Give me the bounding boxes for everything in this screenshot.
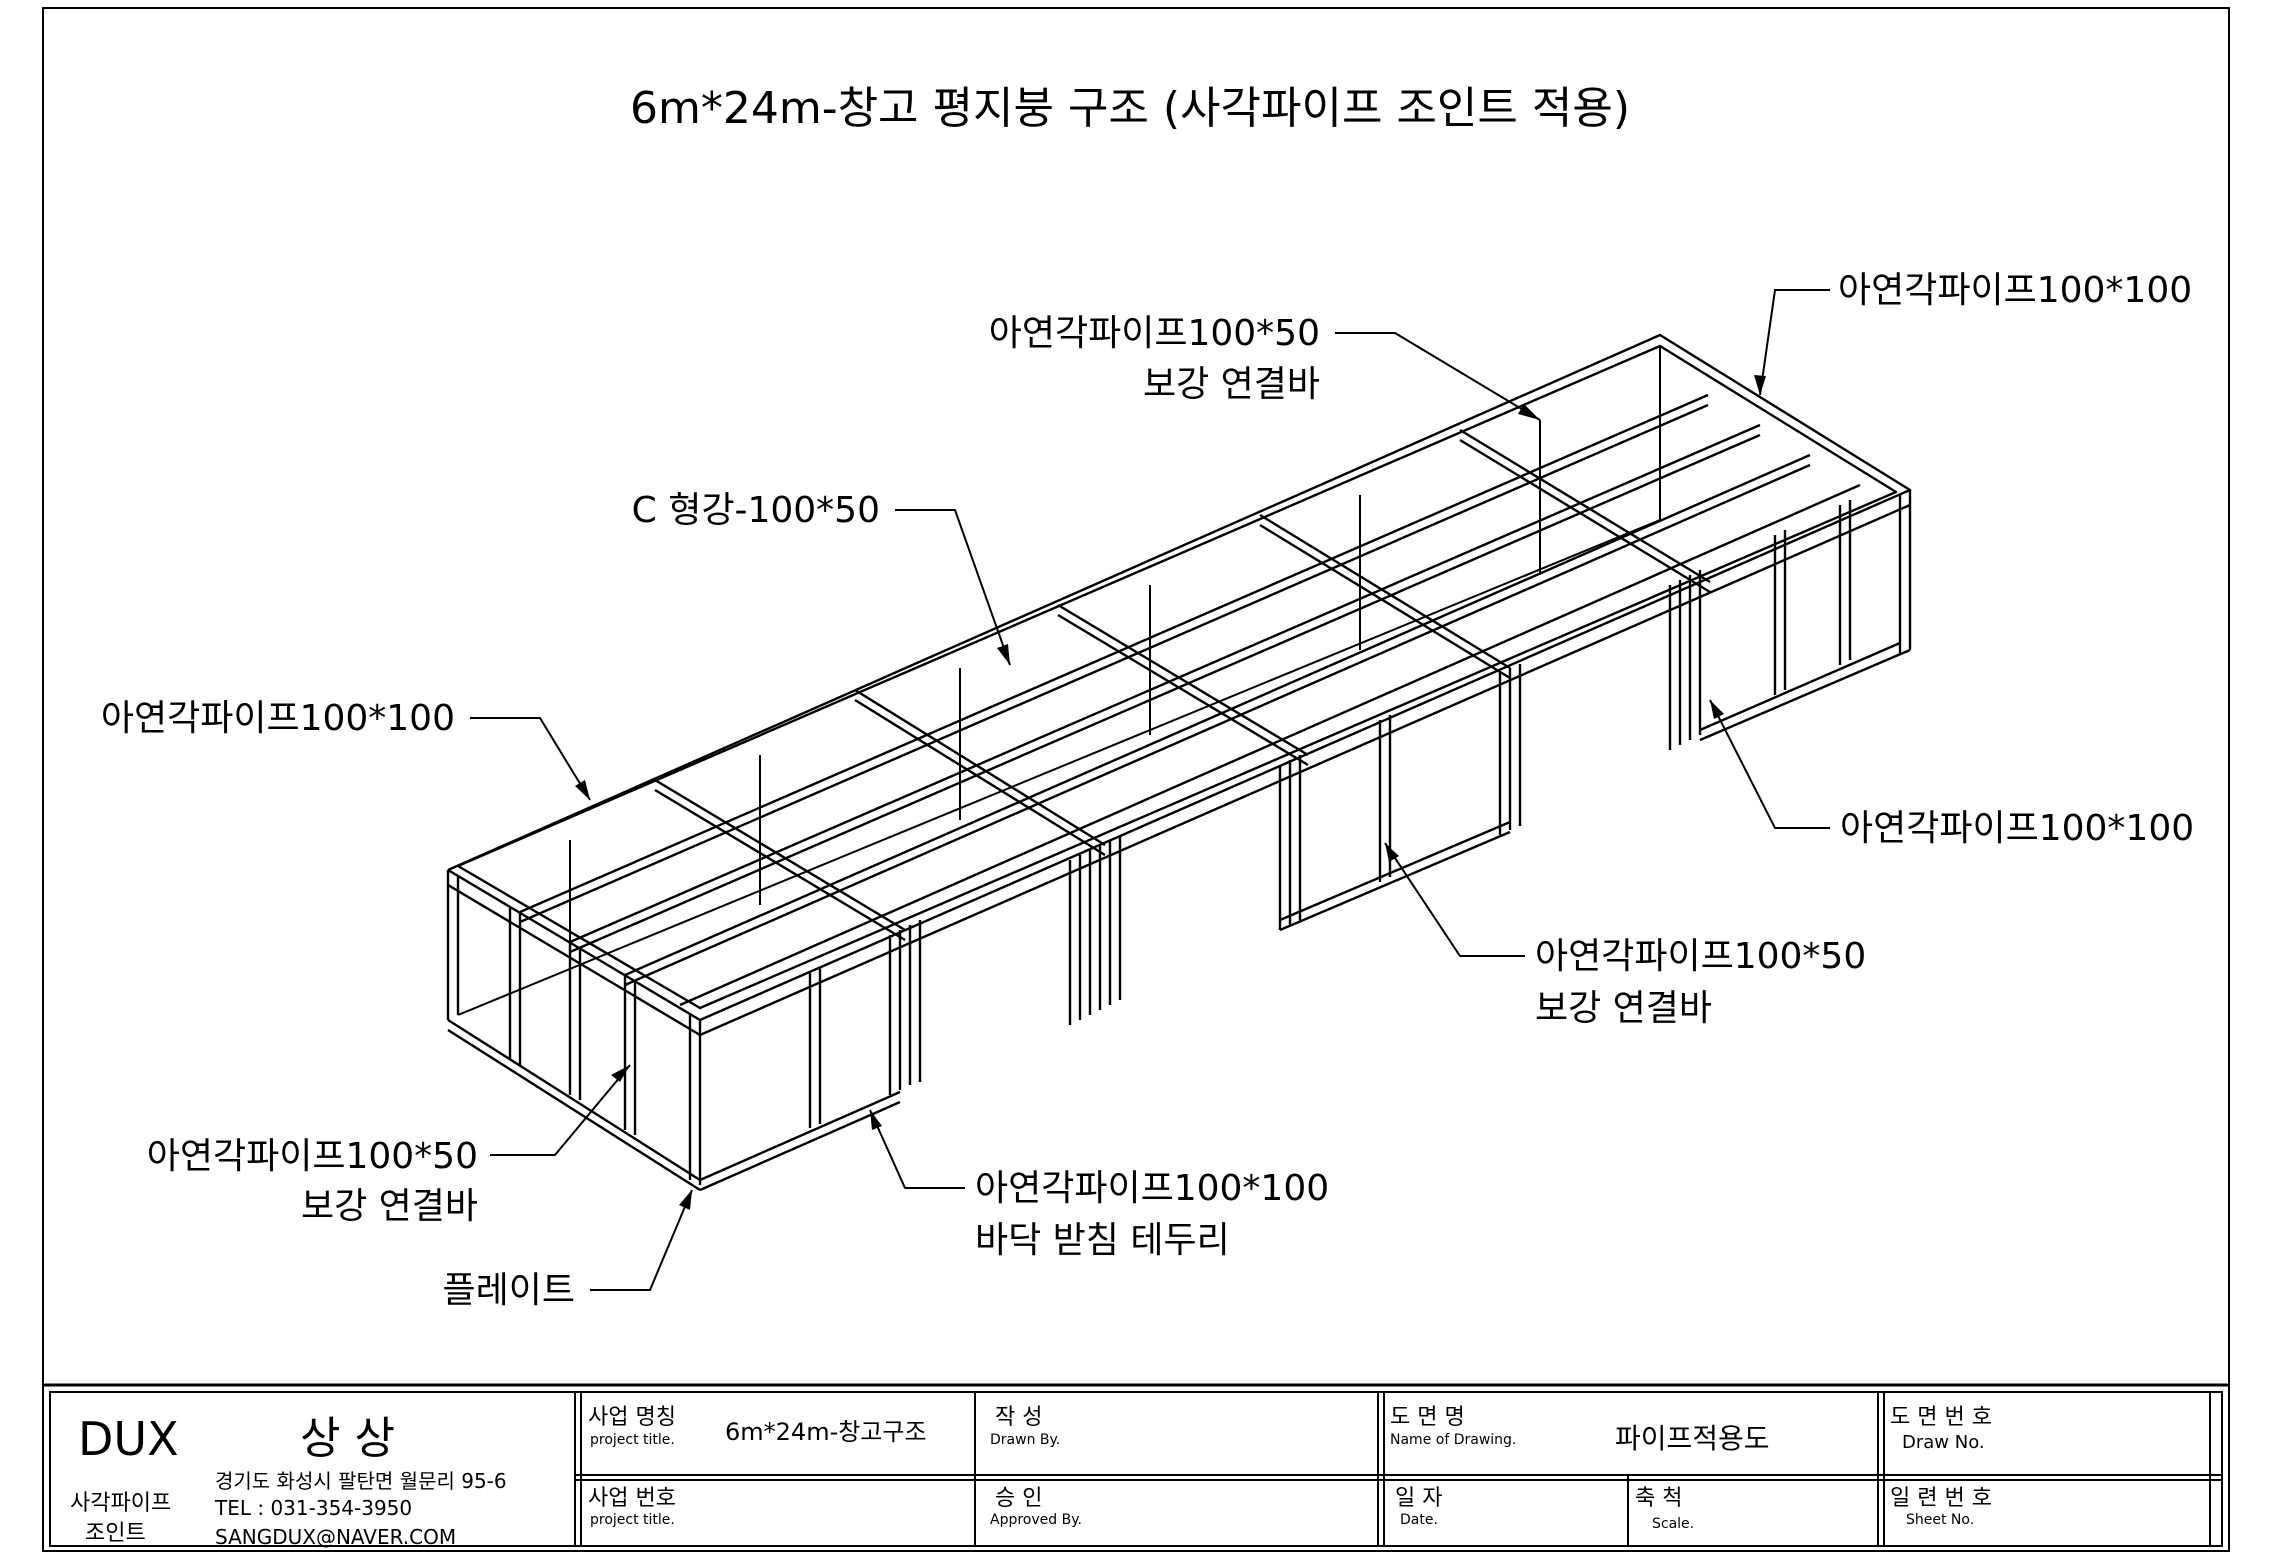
callout-bottom-reinforce-line1: 아연각파이프100*50 — [147, 1136, 478, 1177]
callout-bottom-reinforce: 아연각파이프100*50 보강 연결바 — [147, 1064, 631, 1227]
company-tel: TEL : 031-354-3950 — [214, 1496, 412, 1520]
approved-label: 승 인 — [995, 1486, 1042, 1511]
callout-c-channel-line1: C 형강-100*50 — [632, 490, 880, 531]
title-block-text: DUX 상 상 사각파이프 조인트 경기도 화성시 팔탄면 월문리 95-6 T… — [70, 1405, 1992, 1549]
callout-right-mid-pipe: 아연각파이프100*100 — [1709, 699, 2194, 849]
drawing-name-value: 파이프적용도 — [1615, 1422, 1770, 1455]
company-logo: DUX — [78, 1412, 179, 1466]
callout-c-channel: C 형강-100*50 — [632, 490, 1011, 666]
right-end-wall — [1699, 490, 1912, 742]
scale-label: 축 척 — [1635, 1486, 1682, 1511]
callouts: 아연각파이프100*50 보강 연결바 아연각파이프100*100 C 형강-1… — [101, 270, 2194, 1311]
drawn-label: 작 성 — [995, 1405, 1042, 1430]
callout-top-right-pipe-line1: 아연각파이프100*100 — [1838, 270, 2192, 311]
callout-center-reinforce-line2: 보강 연결바 — [1535, 988, 1712, 1029]
company-sub2: 조인트 — [85, 1521, 146, 1546]
project-no-sub: project title. — [590, 1512, 675, 1528]
callout-top-reinforce: 아연각파이프100*50 보강 연결바 — [989, 313, 1541, 421]
draw-no-sub: Draw No. — [1902, 1432, 1985, 1453]
callout-bottom-reinforce-line2: 보강 연결바 — [301, 1186, 478, 1227]
date-label: 일 자 — [1395, 1486, 1442, 1511]
drawn-sub: Drawn By. — [990, 1432, 1060, 1448]
sheet-border — [42, 7, 2230, 1552]
callout-right-mid-pipe-line1: 아연각파이프100*100 — [1840, 808, 2194, 849]
callout-plate: 플레이트 — [443, 1189, 693, 1311]
approved-sub: Approved By. — [990, 1512, 1082, 1528]
callout-plate-line1: 플레이트 — [443, 1270, 575, 1311]
callout-floor-edge-line1: 아연각파이프100*100 — [975, 1168, 1329, 1209]
title-block — [43, 1383, 2229, 1547]
drawing-name-label: 도 면 명 — [1390, 1405, 1465, 1430]
project-name-sub: project title. — [590, 1432, 675, 1448]
draw-no-label: 도 면 번 호 — [1890, 1405, 1992, 1430]
callout-center-reinforce: 아연각파이프100*50 보강 연결바 — [1384, 842, 1866, 1029]
transverse-bars — [654, 428, 1711, 942]
drawing-name-sub: Name of Drawing. — [1390, 1432, 1516, 1448]
project-name-label: 사업 명칭 — [588, 1405, 676, 1430]
company-name: 상 상 — [300, 1413, 395, 1464]
project-name-value: 6m*24m-창고구조 — [725, 1418, 927, 1446]
company-sub1: 사각파이프 — [70, 1491, 171, 1516]
company-address: 경기도 화성시 팔탄면 월문리 95-6 — [215, 1469, 507, 1493]
frame-structure — [446, 333, 1912, 1192]
rear-wall — [457, 346, 1661, 1016]
drawing-title: 6m*24m-창고 평지붕 구조 (사각파이프 조인트 적용) — [630, 83, 1630, 134]
project-no-label: 사업 번호 — [588, 1486, 676, 1511]
left-end-wall — [446, 870, 702, 1192]
sheet-no-sub: Sheet No. — [1906, 1512, 1974, 1528]
callout-floor-edge: 아연각파이프100*100 바닥 받침 테두리 — [869, 1109, 1329, 1261]
callout-top-reinforce-line1: 아연각파이프100*50 — [989, 313, 1320, 354]
front-wall — [699, 570, 1702, 1192]
sheet-no-label: 일 련 번 호 — [1890, 1486, 1992, 1511]
scale-sub: Scale. — [1652, 1516, 1694, 1532]
c-channel-purlins — [519, 393, 1861, 1007]
callout-center-reinforce-line1: 아연각파이프100*50 — [1535, 936, 1866, 977]
callout-left-pipe: 아연각파이프100*100 — [101, 698, 591, 801]
callout-left-pipe-line1: 아연각파이프100*100 — [101, 698, 455, 739]
callout-top-reinforce-line2: 보강 연결바 — [1143, 364, 1320, 405]
date-sub: Date. — [1400, 1512, 1438, 1528]
callout-floor-edge-line2: 바닥 받침 테두리 — [975, 1220, 1230, 1261]
callout-top-right-pipe: 아연각파이프100*100 — [1754, 270, 2192, 396]
company-email: SANGDUX@NAVER.COM — [215, 1525, 456, 1549]
